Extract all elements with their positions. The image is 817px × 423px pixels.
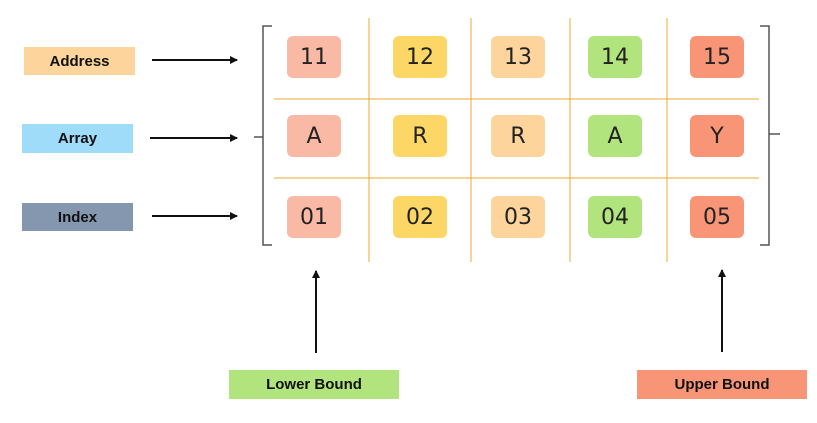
cell-index-1: 01 <box>287 196 341 238</box>
cell-index-4: 04 <box>588 196 642 238</box>
lower-bound-label: Lower Bound <box>229 370 399 399</box>
cell-address-2: 12 <box>393 36 447 78</box>
cell-address-3: 13 <box>491 36 545 78</box>
address-label: Address <box>24 47 135 75</box>
cell-address-5: 15 <box>690 36 744 78</box>
cell-index-2: 02 <box>393 196 447 238</box>
index-label: Index <box>22 203 133 231</box>
cell-array-1: A <box>287 115 341 157</box>
cell-array-5: Y <box>690 115 744 157</box>
right-bracket <box>760 25 770 246</box>
grid-lines <box>274 18 759 262</box>
cell-array-4: A <box>588 115 642 157</box>
cell-array-2: R <box>393 115 447 157</box>
left-bracket <box>262 25 272 246</box>
cell-index-5: 05 <box>690 196 744 238</box>
cell-address-4: 14 <box>588 36 642 78</box>
upper-bound-label: Upper Bound <box>637 370 807 399</box>
cell-index-3: 03 <box>491 196 545 238</box>
cell-array-3: R <box>491 115 545 157</box>
array-label: Array <box>22 124 133 153</box>
cell-address-1: 11 <box>287 36 341 78</box>
